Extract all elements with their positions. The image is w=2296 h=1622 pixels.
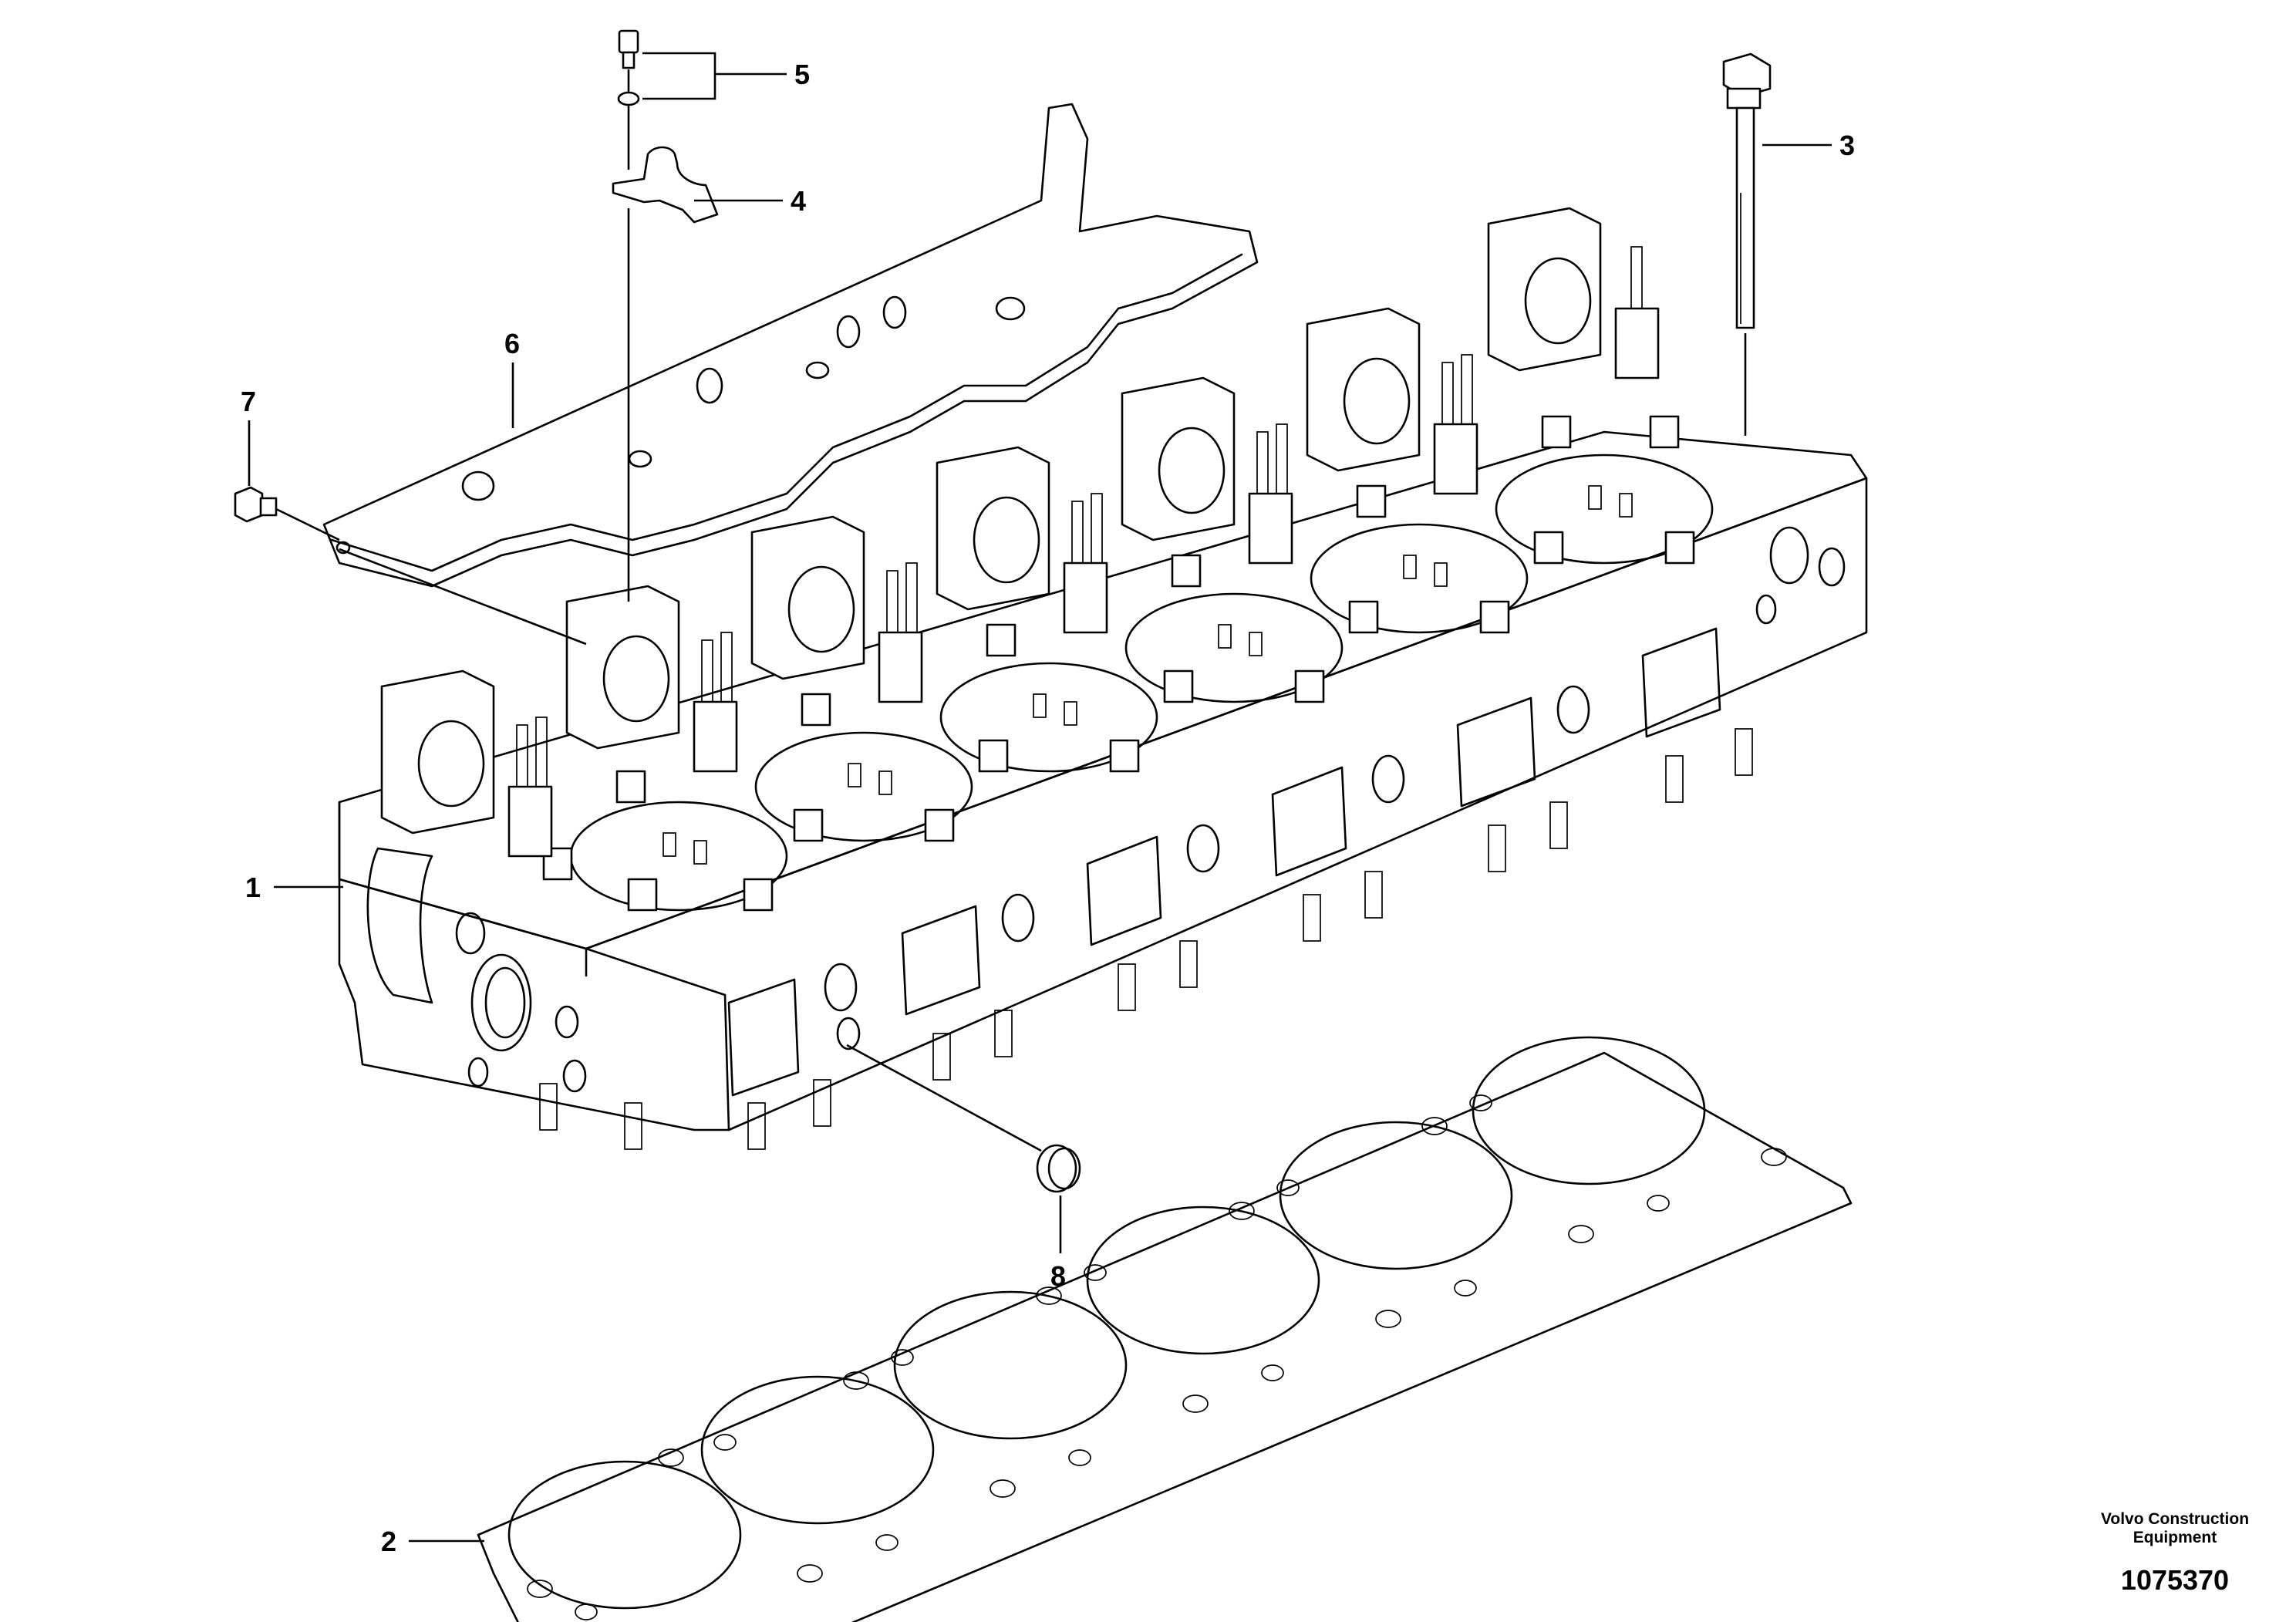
screw-and-washer: [617, 29, 640, 602]
callout-8-label: 8: [1050, 1260, 1067, 1292]
callout-7-label: 7: [241, 386, 257, 417]
clamp-bracket: [612, 146, 719, 224]
callout-2-label: 2: [381, 1526, 397, 1557]
flange-bolt: [234, 486, 587, 646]
company-line-1: Volvo Construction: [2100, 1510, 2250, 1528]
callout-4-label: 4: [791, 185, 807, 217]
expansion-plug: [846, 1044, 1081, 1253]
cylinder-head: [338, 207, 1868, 1150]
long-bolt: [1722, 52, 1772, 436]
callout-leaders: [248, 52, 1832, 1543]
callout-1-label: 1: [245, 872, 261, 903]
head-gasket: [477, 1036, 1853, 1622]
cover-plate: [322, 103, 1259, 588]
callout-6-label: 6: [504, 328, 521, 359]
company-line-2: Equipment: [2132, 1529, 2217, 1547]
company-credit: Volvo Construction Equipment: [2075, 1510, 2275, 1547]
callout-5-label: 5: [794, 59, 811, 90]
drawing-number: 1075370: [2120, 1564, 2230, 1596]
callout-3-label: 3: [1839, 130, 1856, 161]
